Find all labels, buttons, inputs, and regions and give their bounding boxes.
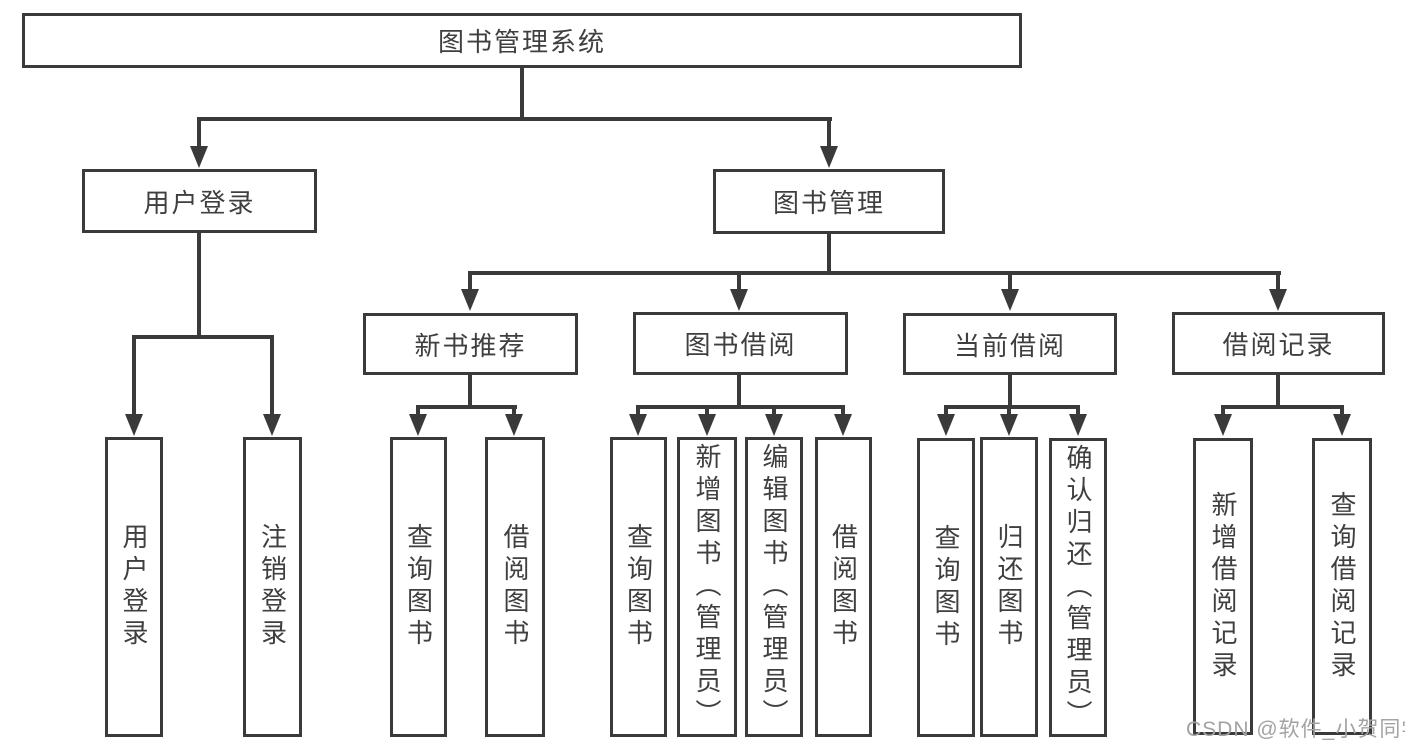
connector-borrowing-trunk (737, 375, 741, 408)
connector-records-horizontal (1221, 405, 1344, 409)
connector-stub-return-books (1007, 405, 1011, 415)
connector-stub-borrowing (737, 271, 741, 290)
arrow-to-query-recommend (409, 414, 427, 436)
leaf-user-login: 用户登录 (105, 437, 163, 737)
arrow-to-current (1001, 289, 1019, 311)
connector-stub-query-borrowing (636, 405, 640, 415)
connector-current-horizontal (944, 405, 1080, 409)
connector-stub-records (1276, 271, 1280, 290)
connector-stub-current (1008, 271, 1012, 290)
arrow-to-borrow-recommend (505, 414, 523, 436)
arrow-to-query-record (1333, 414, 1351, 436)
connector-user-login-trunk (197, 233, 201, 338)
leaf-add-books-admin: 新增图书（管理员） (677, 437, 737, 737)
connector-stub-query-recommend (416, 405, 420, 415)
arrow-to-leaf-login (125, 414, 143, 436)
connector-current-trunk (1008, 375, 1012, 408)
node-current-borrowing: 当前借阅 (903, 313, 1117, 375)
leaf-query-books-recommend: 查询图书 (390, 437, 447, 737)
leaf-edit-books-admin: 编辑图书（管理员） (745, 437, 803, 737)
connector-stub-borrow-recommend (512, 405, 516, 415)
leaf-logout: 注销登录 (243, 437, 302, 737)
arrow-to-recommendation (461, 289, 479, 311)
connector-root-trunk (520, 68, 524, 120)
connector-stub-add-record (1221, 405, 1225, 415)
connector-book-management-trunk (827, 234, 831, 275)
arrow-to-borrowing (730, 289, 748, 311)
connector-stub-query-record (1340, 405, 1344, 415)
connector-stub-query-current (944, 405, 948, 415)
connector-stub-add-books (705, 405, 709, 415)
arrow-to-return-books (1000, 414, 1018, 436)
connector-sections-horizontal (468, 271, 1281, 275)
node-user-login: 用户登录 (82, 169, 317, 233)
node-borrowing-records: 借阅记录 (1172, 312, 1385, 375)
arrow-to-query-borrowing (629, 414, 647, 436)
connector-recommendation-horizontal (416, 405, 517, 409)
connector-stub-recommendation (468, 271, 472, 290)
node-new-book-recommendation: 新书推荐 (363, 313, 578, 375)
arrow-to-edit-books (765, 414, 783, 436)
csdn-watermark: CSDN @软件_小贺同学 (1186, 718, 1405, 741)
connector-stub-leaf-login (132, 335, 136, 415)
connector-records-trunk (1276, 375, 1280, 408)
node-library-management-system: 图书管理系统 (22, 13, 1022, 68)
arrow-to-add-books (698, 414, 716, 436)
leaf-borrow-books-recommend: 借阅图书 (485, 437, 545, 737)
connector-recommendation-trunk (468, 375, 472, 408)
arrow-to-confirm-return (1069, 414, 1087, 436)
leaf-confirm-return-admin: 确认归还（管理员） (1049, 438, 1107, 737)
connector-stub-edit-books (772, 405, 776, 415)
leaf-query-books-current: 查询图书 (917, 438, 975, 737)
connector-borrowing-horizontal (636, 405, 845, 409)
leaf-query-borrow-record: 查询借阅记录 (1312, 438, 1372, 735)
arrow-to-add-record (1214, 414, 1232, 436)
leaf-borrow-books-borrowing: 借阅图书 (815, 437, 872, 737)
arrow-to-book-management (820, 146, 838, 168)
leaf-add-borrow-record: 新增借阅记录 (1193, 438, 1253, 735)
connector-user-login-horizontal (132, 335, 274, 339)
connector-level2-horizontal (197, 117, 832, 121)
leaf-return-books: 归还图书 (980, 437, 1038, 737)
arrow-to-user-login (190, 146, 208, 168)
connector-stub-book-management (827, 117, 831, 147)
connector-stub-leaf-logout (270, 335, 274, 415)
arrow-to-leaf-logout (263, 414, 281, 436)
arrow-to-query-current (937, 414, 955, 436)
connector-stub-confirm-return (1076, 405, 1080, 415)
leaf-query-books-borrowing: 查询图书 (610, 437, 667, 737)
node-book-management: 图书管理 (713, 169, 945, 234)
arrow-to-borrow-books (834, 414, 852, 436)
arrow-to-records (1269, 289, 1287, 311)
connector-stub-borrow-books (841, 405, 845, 415)
connector-stub-user-login (197, 117, 201, 147)
node-book-borrowing: 图书借阅 (633, 312, 848, 375)
